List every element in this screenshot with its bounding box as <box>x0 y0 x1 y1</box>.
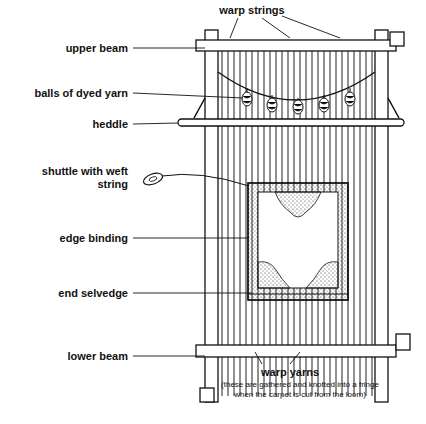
part-label: heddle <box>93 118 128 131</box>
part-label: balls of dyed yarn <box>34 87 128 100</box>
warp-string <box>222 46 223 396</box>
warp-string <box>234 46 235 396</box>
warp-string <box>360 46 361 396</box>
part-label: shuttle with weft string <box>18 165 128 191</box>
part-label: warp strings <box>219 4 284 17</box>
part-label: end selvedge <box>58 287 128 300</box>
part-label: upper beam <box>66 42 128 55</box>
part-label: warp yarns <box>261 366 319 379</box>
warp-string <box>366 46 367 396</box>
warp-string <box>228 46 229 396</box>
warp-string <box>240 46 241 396</box>
part-label: edge binding <box>60 232 128 245</box>
part-label: lower beam <box>67 350 128 363</box>
warp-string <box>372 46 373 396</box>
note-text: (these are gathered and knotted into a f… <box>215 380 385 399</box>
